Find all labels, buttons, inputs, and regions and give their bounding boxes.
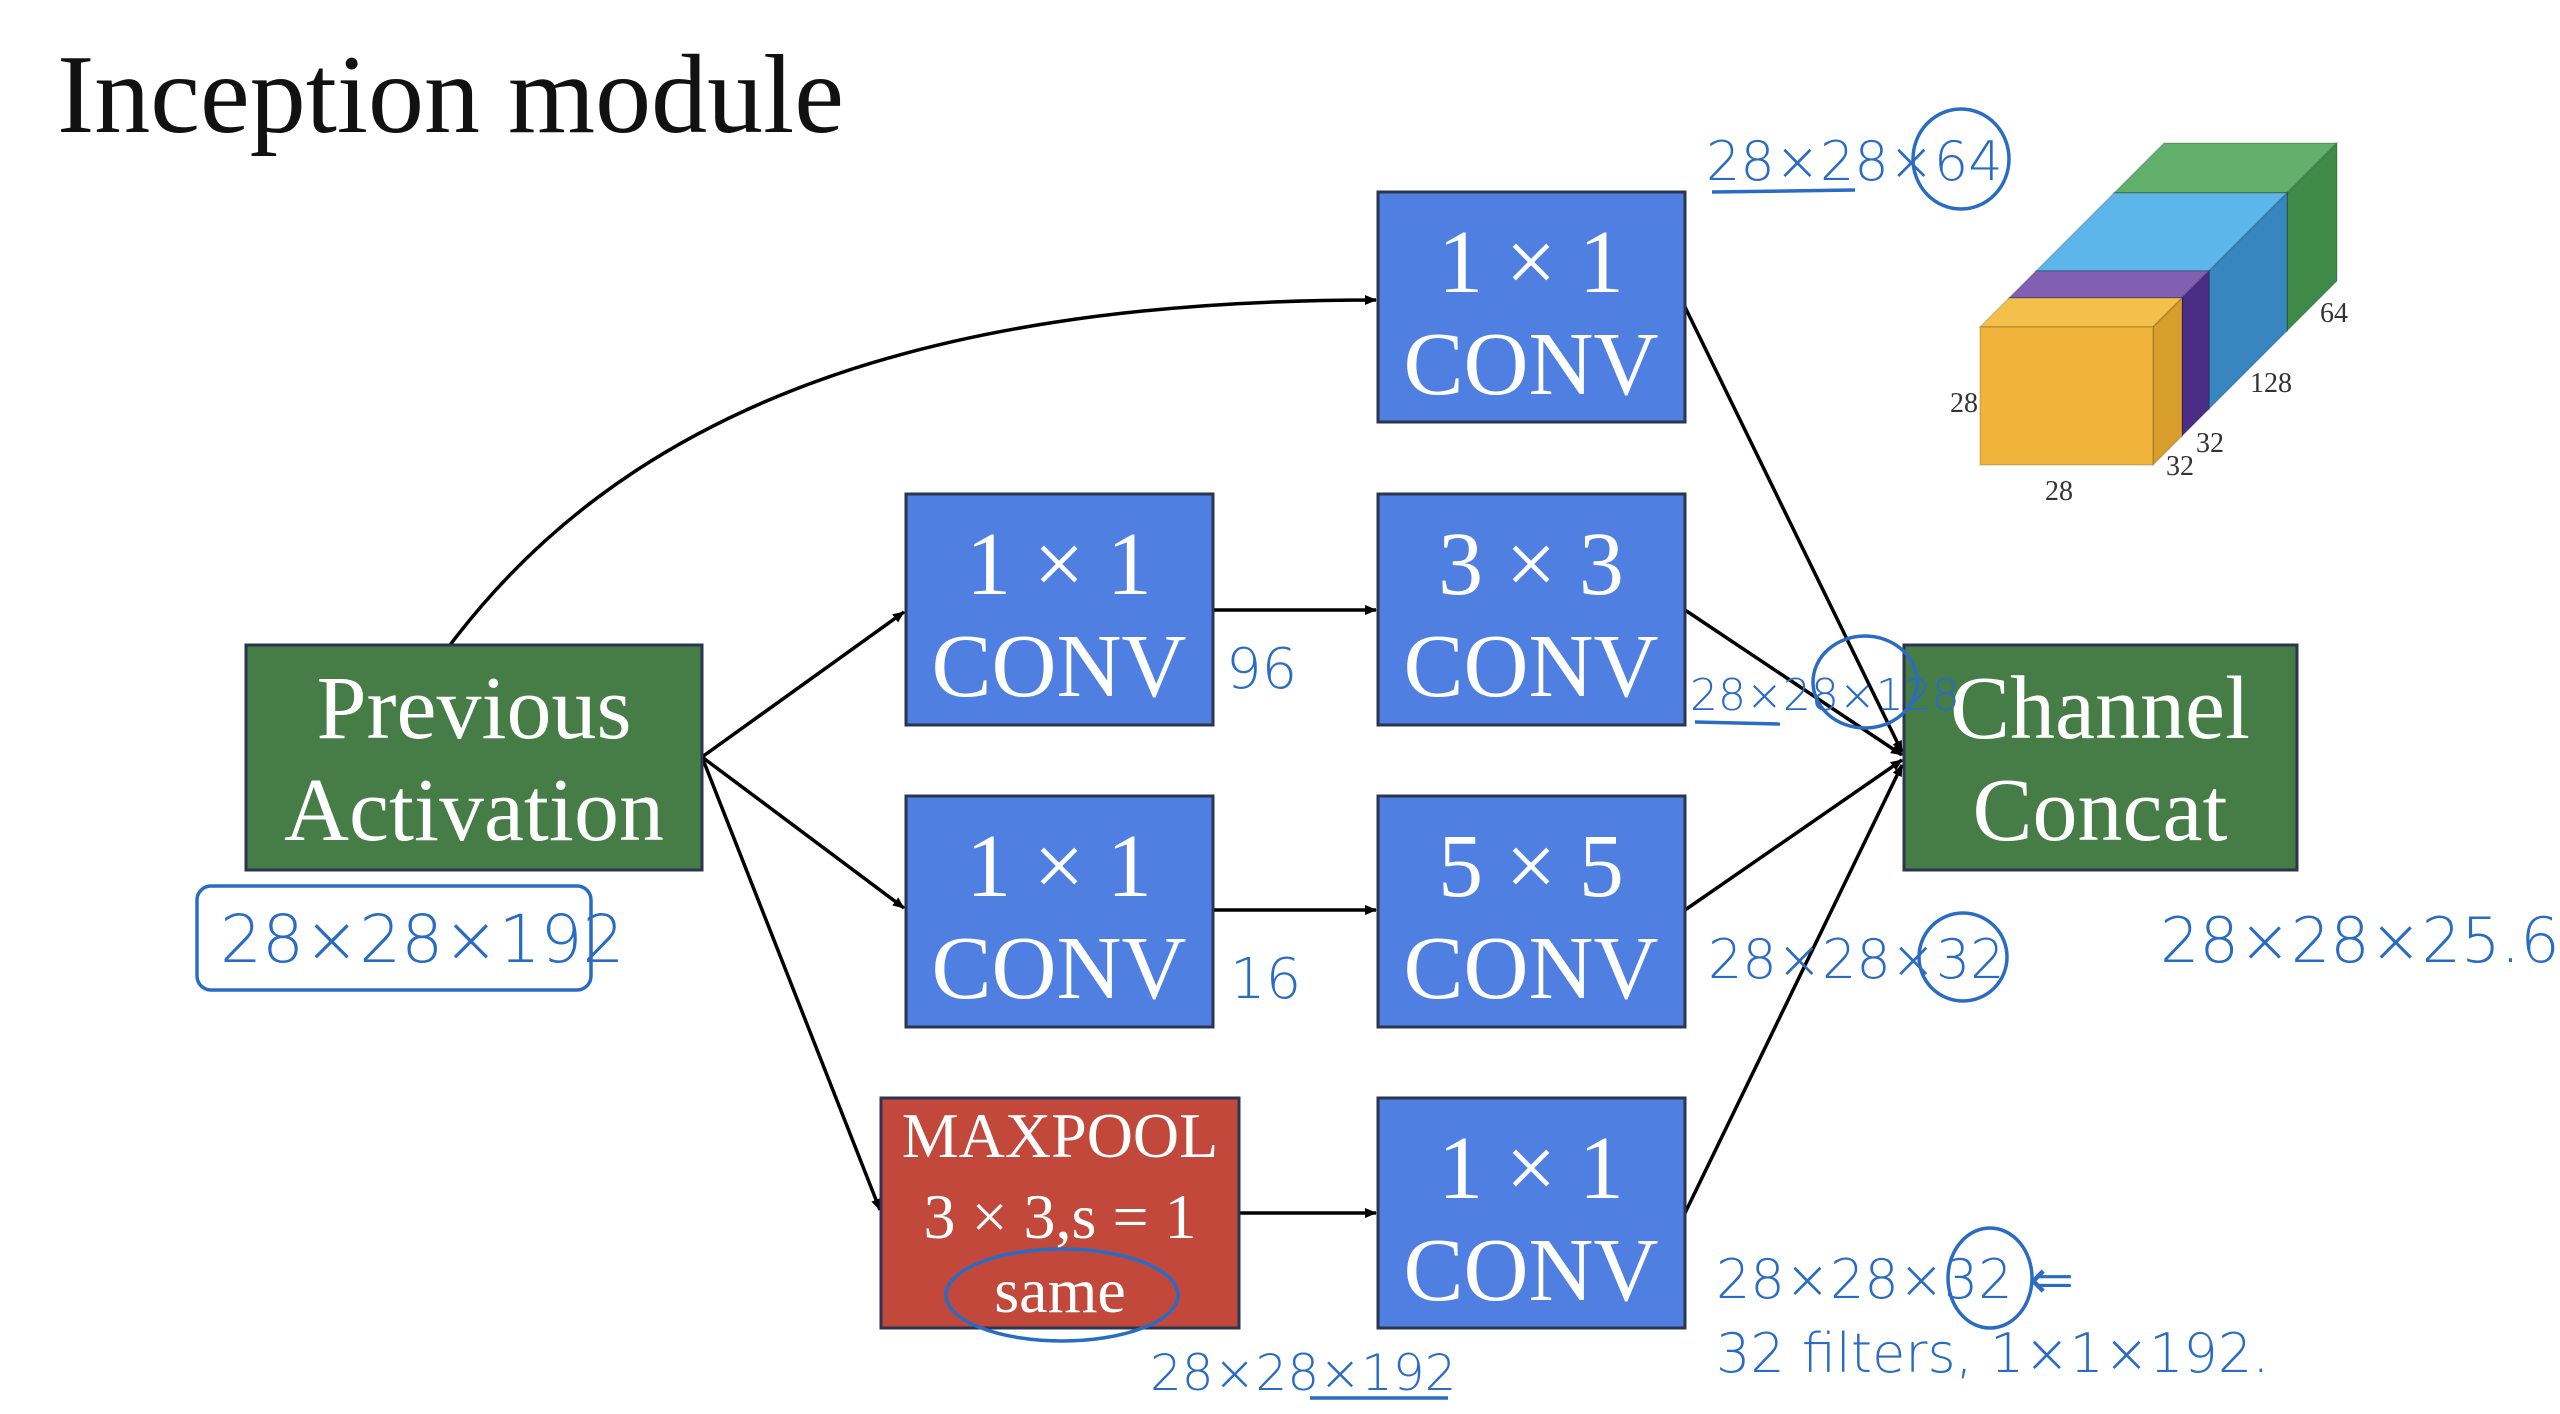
conv-1x1-top-box: 1 × 1 CONV (1376, 190, 1687, 424)
box-label: same (994, 1255, 1126, 1326)
arrow-input-to-1x1-top (448, 295, 1377, 647)
annotation-prefix: 28×28× (1708, 928, 1936, 991)
arrow-pool-1x1-to-concat (1683, 764, 1904, 1214)
cube-slab-yellow-front (1979, 326, 2154, 466)
annotation-input-dims: 28×28×192 (220, 901, 625, 978)
annotation-out-pool: 28×28×32 ⇐ (1716, 1248, 2074, 1311)
previous-activation-box: Previous Activation (244, 643, 704, 872)
box-label: CONV (931, 919, 1186, 1018)
cube-label-width: 28 (2045, 476, 2073, 507)
conv-1x1-row3-box: 1 × 1 CONV (904, 794, 1215, 1029)
annotation-out-1x1: 28×28×64 (1706, 130, 2003, 193)
underline-28x28 (1711, 188, 1856, 194)
cube-label-green: 64 (2320, 298, 2348, 329)
box-label: 1 × 1 (1438, 213, 1624, 312)
cube-label-blue: 128 (2250, 368, 2292, 399)
output-volume-cube (1978, 141, 2339, 467)
annotation-circled: 64 (1934, 130, 2003, 193)
circle-32-5x5 (1917, 911, 2009, 1003)
circle-64 (1911, 107, 2011, 211)
arrow-input-to-maxpool (700, 756, 882, 1211)
arrow-1x1-to-concat (1683, 306, 1904, 753)
annotation-circled: 32 (1936, 928, 2005, 991)
annotations (195, 107, 2034, 1400)
box-label: Concat (1973, 761, 2228, 860)
annotation-prefix: 28×28× (1690, 670, 1876, 721)
cube-slab-yellow-top (1978, 297, 2184, 328)
annotation-out-5x5: 28×28×32 (1708, 928, 2005, 991)
conv-1x1-row2-box: 1 × 1 CONV (904, 492, 1215, 727)
cube-slab-yellow-side (2152, 296, 2183, 467)
annotation-circled: 32 (1944, 1248, 2013, 1311)
box-label: 5 × 5 (1438, 817, 1624, 916)
arrow-input-to-1x1-row3 (700, 755, 906, 910)
arrows (448, 295, 1904, 1218)
box-label: Previous (317, 659, 632, 758)
box-label: 1 × 1 (1438, 1119, 1624, 1218)
box-label: Channel (1950, 659, 2250, 758)
page-title: Inception module (57, 33, 844, 157)
box-label: CONV (931, 617, 1186, 716)
box-label: 1 × 1 (966, 817, 1152, 916)
left-arrow-icon: ⇐ (2029, 1248, 2074, 1311)
maxpool-box: MAXPOOL 3 × 3,s = 1 same (879, 1096, 1241, 1330)
cube-label-purple: 32 (2196, 428, 2224, 459)
box-label: 1 × 1 (966, 515, 1152, 614)
annotation-out-3x3: 28×28×128 (1690, 670, 1960, 721)
box-label: CONV (1403, 919, 1658, 1018)
annotation-circled: 128 (1876, 670, 1960, 721)
cube-slab-purple-side (2181, 269, 2210, 438)
conv-5x5-box: 5 × 5 CONV (1376, 794, 1687, 1029)
annotation-pool-filters: 32 filters, 1×1×192. (1716, 1322, 2269, 1385)
arrow-input-to-1x1-row2 (700, 610, 906, 759)
conv-1x1-bottom-box: 1 × 1 CONV (1376, 1096, 1687, 1330)
underline-28x28-3x3 (1694, 720, 1781, 726)
cube-label-yellow: 32 (2166, 451, 2194, 482)
box-label: CONV (1403, 617, 1658, 716)
annotation-prefix: 28×28× (1150, 1344, 1361, 1402)
annotation-underlined: 192 (1361, 1344, 1456, 1402)
circle-128 (1811, 634, 1919, 730)
channel-concat-box: Channel Concat (1902, 643, 2299, 872)
annotation-concat-dims: 28×28×25.6 (2160, 904, 2560, 977)
same-ellipse (944, 1247, 1180, 1343)
box-label: CONV (1403, 315, 1658, 414)
cube-label-height: 28 (1950, 388, 1978, 419)
box-label: MAXPOOL (902, 1100, 1218, 1171)
annotation-prefix: 28×28× (1716, 1248, 1944, 1311)
arrow-3x3-to-concat (1684, 608, 1903, 757)
box-label: 3 × 3 (1438, 515, 1624, 614)
arrow-5x5-to-concat (1684, 758, 1903, 912)
box-label: CONV (1403, 1221, 1658, 1320)
cube-labels: 28 28 32 32 128 64 (1950, 298, 2348, 507)
annotation-96: 96 (1226, 637, 1297, 702)
circle-32-pool (1946, 1226, 2034, 1330)
annotation-maxpool-out: 28×28×192 (1150, 1344, 1456, 1402)
cube-slab-purple-top (2007, 270, 2211, 299)
conv-3x3-box: 3 × 3 CONV (1376, 492, 1687, 727)
input-dims-box (195, 884, 593, 992)
annotation-prefix: 28×28× (1706, 130, 1934, 193)
box-label: Activation (284, 761, 664, 860)
box-label: 3 × 3,s = 1 (923, 1181, 1196, 1252)
annotation-16: 16 (1230, 947, 1301, 1012)
